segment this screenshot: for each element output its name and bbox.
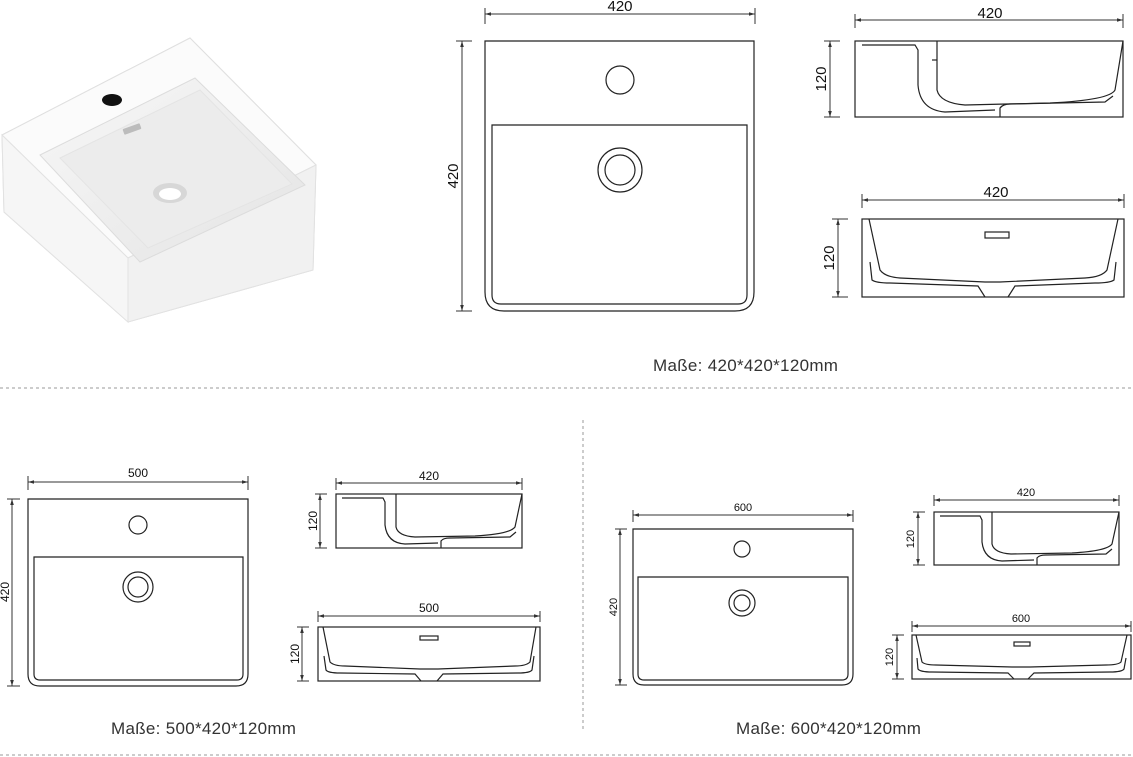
v600-top-width-label: 600	[734, 502, 752, 514]
v600-front-height-label: 120	[884, 648, 896, 666]
v600-side-width-label: 420	[1017, 487, 1035, 499]
v600-side-height-label: 120	[905, 530, 917, 548]
v500-front-view: 500 120	[288, 601, 541, 682]
v500-dimensions-caption: Maße: 500*420*120mm	[111, 719, 297, 738]
hero-side-view: 420 120	[813, 5, 1124, 118]
drain-icon	[597, 147, 643, 193]
v600-top-view: 600 420	[608, 502, 854, 686]
hero-dimensions-caption: Maße: 420*420*120mm	[653, 356, 839, 375]
v500-side-height-label: 120	[306, 511, 320, 531]
tap-hole-icon	[128, 515, 148, 535]
tap-hole-icon	[605, 65, 635, 95]
hero-front-width-label: 420	[983, 184, 1008, 201]
tap-hole-icon	[102, 94, 122, 106]
hero-front-height-label: 120	[821, 245, 838, 270]
hero-top-depth-label: 420	[445, 163, 462, 188]
v600-top-depth-label: 420	[608, 598, 620, 616]
overflow-icon	[122, 123, 142, 135]
hero-front-view: 420 120	[821, 184, 1125, 298]
hero-side-height-label: 120	[813, 66, 830, 91]
tap-hole-icon	[733, 540, 751, 558]
hero-side-width-label: 420	[977, 5, 1002, 22]
v600-front-width-label: 600	[1012, 613, 1030, 625]
v500-top-depth-label: 420	[0, 582, 12, 602]
v500-side-view: 420 120	[306, 469, 523, 549]
drain-icon	[122, 571, 154, 603]
hero-top-view: 420 420	[445, 0, 756, 312]
hero-top-width-label: 420	[607, 0, 632, 15]
v500-top-width-label: 500	[128, 466, 148, 480]
v600-front-view: 600 120	[884, 613, 1132, 680]
drain-icon	[728, 589, 756, 617]
v500-side-width-label: 420	[419, 469, 439, 483]
basin-3d-render	[1, 37, 317, 324]
v500-front-height-label: 120	[288, 644, 302, 664]
v500-top-view: 500 420	[0, 466, 249, 687]
v500-front-width-label: 500	[419, 601, 439, 615]
v600-side-view: 420 120	[905, 487, 1120, 566]
v600-dimensions-caption: Maße: 600*420*120mm	[736, 719, 922, 738]
